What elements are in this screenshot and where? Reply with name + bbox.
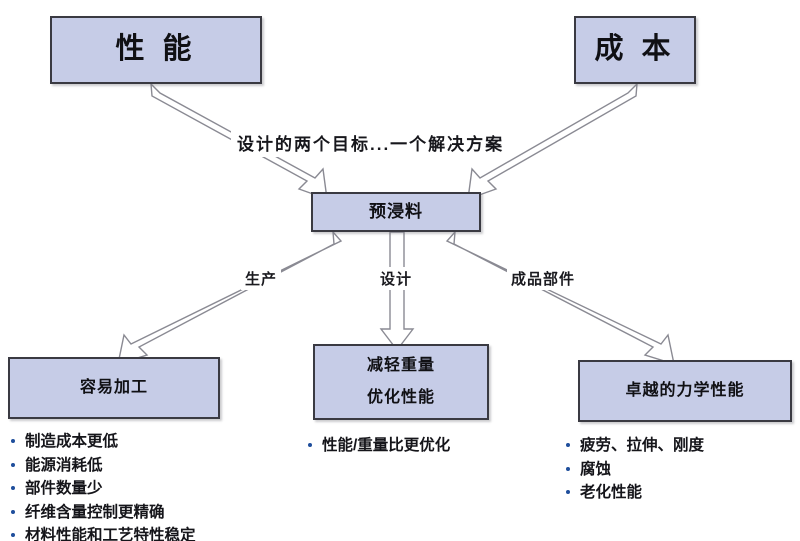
list-item: 能源消耗低 bbox=[8, 454, 196, 478]
arrow-prepreg-to-easy-processing bbox=[117, 229, 343, 366]
node-weight-performance[interactable]: 减轻重量 优化性能 bbox=[313, 344, 489, 420]
node-weight-performance-label-1: 减轻重量 bbox=[366, 357, 435, 375]
list-item: 纤维含量控制更精确 bbox=[8, 501, 196, 525]
bullet-text: 腐蚀 bbox=[580, 460, 612, 478]
list-item: 老化性能 bbox=[563, 481, 704, 505]
bullet-list-easy-processing: 制造成本更低 能源消耗低 部件数量少 纤维含量控制更精确 材料性能和工艺特性稳定 bbox=[8, 430, 196, 541]
headline-text: 设计的两个目标...一个解决方案 bbox=[231, 128, 511, 157]
list-item: 材料性能和工艺特性稳定 bbox=[8, 524, 196, 541]
arrow-prepreg-to-weight-performance bbox=[379, 231, 415, 352]
list-item: 部件数量少 bbox=[8, 477, 196, 501]
node-cost-label: 成 本 bbox=[594, 33, 676, 66]
node-easy-processing-label: 容易加工 bbox=[79, 379, 148, 397]
bullet-list-weight-performance: 性能/重量比更优化 bbox=[305, 434, 450, 458]
node-prepreg-label: 预浸料 bbox=[369, 201, 423, 221]
bullet-text: 材料性能和工艺特性稳定 bbox=[25, 527, 196, 541]
bullet-text: 能源消耗低 bbox=[25, 456, 103, 474]
node-mechanical-performance[interactable]: 卓越的力学性能 bbox=[578, 360, 792, 422]
list-item: 制造成本更低 bbox=[8, 430, 196, 454]
edge-label-finished-part: 成品部件 bbox=[507, 267, 580, 290]
edge-label-design: 设计 bbox=[376, 267, 417, 290]
bullet-text: 纤维含量控制更精确 bbox=[25, 503, 165, 521]
node-cost[interactable]: 成 本 bbox=[574, 16, 696, 84]
node-mechanical-performance-label: 卓越的力学性能 bbox=[625, 382, 745, 400]
bullet-text: 部件数量少 bbox=[25, 480, 103, 498]
list-item: 疲劳、拉伸、刚度 bbox=[563, 434, 704, 458]
list-item: 腐蚀 bbox=[563, 458, 704, 482]
node-performance[interactable]: 性 能 bbox=[50, 16, 262, 84]
node-prepreg[interactable]: 预浸料 bbox=[311, 192, 481, 232]
edge-label-production: 生产 bbox=[241, 267, 282, 290]
bullet-list-mechanical-performance: 疲劳、拉伸、刚度 腐蚀 老化性能 bbox=[563, 434, 704, 505]
bullet-text: 性能/重量比更优化 bbox=[322, 437, 451, 454]
bullet-text: 老化性能 bbox=[580, 484, 643, 502]
bullet-text: 疲劳、拉伸、刚度 bbox=[580, 437, 705, 454]
list-item: 性能/重量比更优化 bbox=[305, 434, 450, 458]
bullet-text: 制造成本更低 bbox=[25, 433, 119, 450]
node-easy-processing[interactable]: 容易加工 bbox=[8, 357, 220, 419]
node-performance-label: 性 能 bbox=[115, 33, 197, 66]
node-weight-performance-label-2: 优化性能 bbox=[366, 389, 435, 406]
